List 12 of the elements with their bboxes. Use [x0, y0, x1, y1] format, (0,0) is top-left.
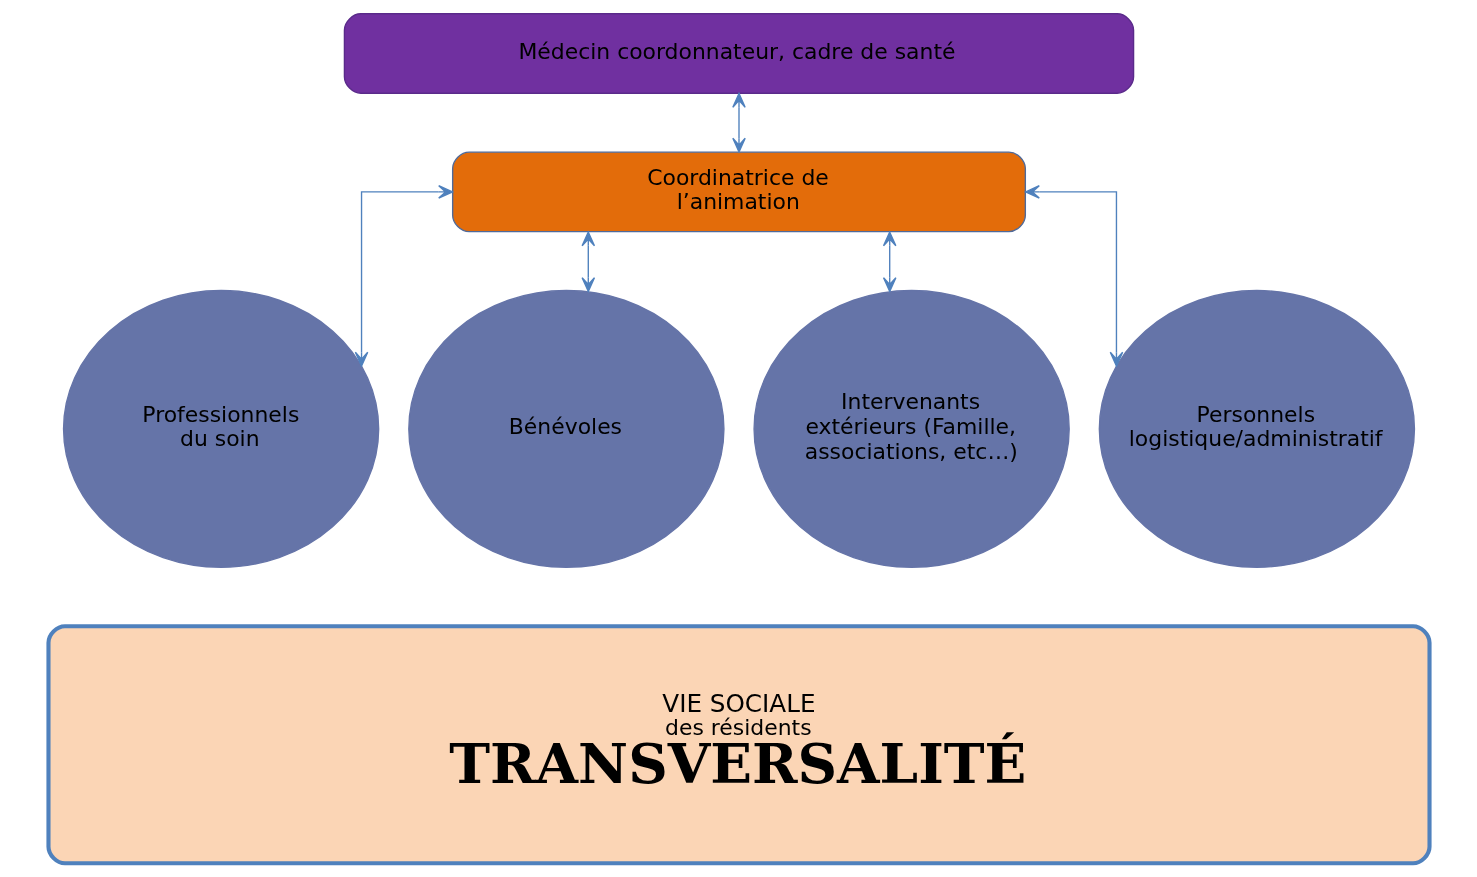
arrow — [731, 92, 746, 153]
node-ellipse: Professionnels du soin — [62, 289, 379, 568]
node-box: Coordinatrice de l’animation — [451, 151, 1026, 233]
node-ellipse: Bénévoles — [407, 289, 725, 568]
node-box: VIE SOCIALE des résidents TRANSVERSALITÉ — [45, 624, 1432, 866]
arrow — [882, 231, 897, 293]
node-ellipse: Intervenants extérieurs (Famille, associations, etc…) — [752, 289, 1070, 568]
node-ellipse: Personnels logistique/administratif — [1098, 289, 1415, 568]
arrow — [354, 185, 453, 367]
arrow — [1024, 185, 1123, 367]
node-box: Médecin coordonnateur, cadre de santé — [343, 13, 1134, 94]
arrow — [580, 231, 595, 293]
